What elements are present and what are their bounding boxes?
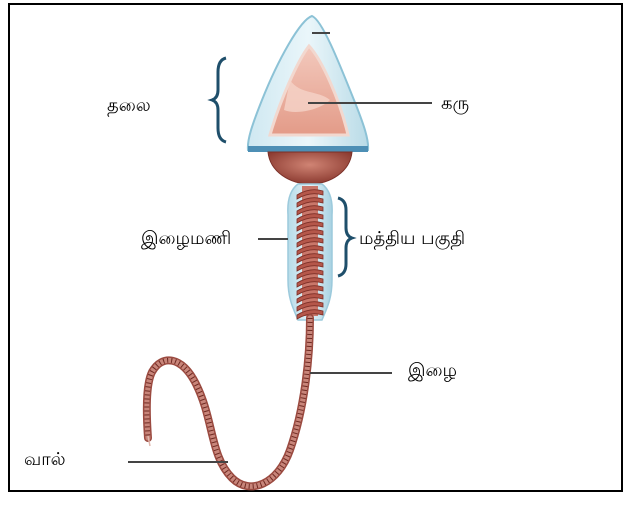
label-axial-filament: இழைமணி (141, 230, 231, 248)
label-middle-piece: மத்திய பகுதி (359, 230, 465, 248)
head-base-plate (248, 146, 368, 152)
middle-piece-bracket (338, 198, 352, 276)
label-nucleus: கரு (441, 95, 469, 113)
neck (268, 152, 352, 184)
head-bracket (212, 58, 226, 142)
label-filament: இழை (408, 362, 457, 380)
label-tail: வால் (24, 451, 66, 469)
label-head: தலை (107, 97, 151, 115)
